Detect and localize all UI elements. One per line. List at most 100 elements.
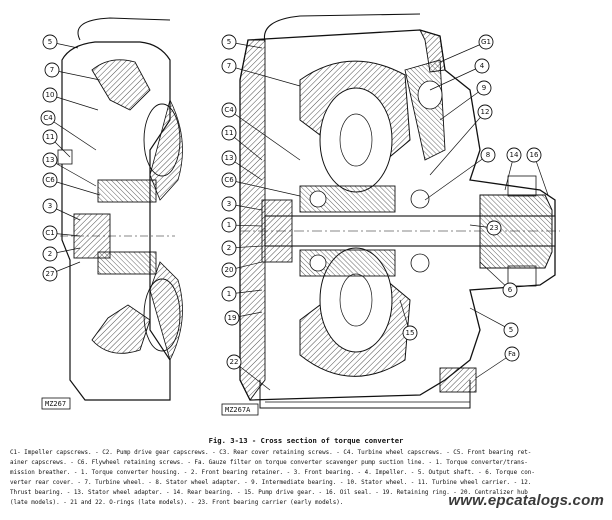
callout-text: 13: [46, 156, 55, 164]
legend-line: ainer capscrews. - C6. Flywheel retainin…: [10, 460, 528, 466]
plate-id-right: MZ267A: [225, 406, 251, 414]
callout-circle: [221, 240, 237, 256]
callout-8: 8: [480, 147, 496, 163]
callout-circle: [40, 110, 56, 126]
callout-text: 13: [225, 154, 234, 162]
callout-text: G1: [481, 38, 491, 46]
callout-circle: [42, 172, 58, 188]
callout-leader-line: [439, 87, 485, 121]
callout-leader-line: [429, 111, 486, 176]
callout-c6: C6: [42, 172, 58, 188]
callout-text: 19: [228, 314, 237, 322]
callout-text: 9: [482, 84, 486, 92]
callout-11: 11: [221, 125, 237, 141]
callout-text: 20: [225, 266, 234, 274]
callout-2: 2: [42, 246, 58, 262]
callout-circle: [402, 325, 418, 341]
callout-5: 5: [42, 34, 58, 50]
callout-text: 11: [225, 129, 234, 137]
callout-circle: [503, 322, 519, 338]
callout-5: 5: [221, 34, 237, 50]
callout-text: 15: [406, 329, 415, 337]
callout-circle: [224, 310, 240, 326]
callout-circle: [506, 147, 522, 163]
callout-7: 7: [44, 62, 60, 78]
legend-line: verter rear cover. - 7. Turbine wheel. -…: [10, 480, 532, 486]
callout-text: 4: [480, 62, 485, 70]
legend-line: (late models). - 21 and 22. O-rings (lat…: [10, 500, 344, 506]
legend-text: C1- Impeller capscrews. - C2. Pump drive…: [10, 448, 570, 508]
callout-text: C1: [45, 229, 54, 237]
callout-16: 16: [526, 147, 542, 163]
callout-text: C4: [224, 106, 234, 114]
callout-circle: [221, 196, 237, 212]
callout-1: 1: [221, 286, 237, 302]
callout-leader-line: [228, 179, 301, 197]
callout-text: C4: [43, 114, 53, 122]
callout-text: 14: [510, 151, 519, 159]
callout-circle: [474, 58, 490, 74]
callout-text: 1: [227, 221, 231, 229]
callout-6: 6: [502, 282, 518, 298]
callout-circle: [42, 246, 58, 262]
callout-1: 1: [221, 217, 237, 233]
callout-13: 13: [221, 150, 237, 166]
callout-text: C6: [45, 176, 55, 184]
callout-circle: [42, 152, 58, 168]
callout-circle: [221, 262, 237, 278]
callout-leader-line: [228, 109, 301, 161]
callout-text: 8: [486, 151, 490, 159]
callout-text: Fa: [508, 350, 516, 358]
callout-text: 2: [227, 244, 231, 252]
callout-text: 5: [227, 38, 231, 46]
callout-circle: [480, 147, 496, 163]
callout-circle: [221, 150, 237, 166]
callout-circle: [486, 220, 502, 236]
callout-c6: C6: [221, 172, 237, 188]
callout-fa: Fa: [504, 346, 520, 362]
callout-11: 11: [42, 129, 58, 145]
callout-text: 23: [490, 224, 499, 232]
callout-text: 2: [48, 250, 52, 258]
callout-leader-line: [49, 94, 99, 111]
callout-5: 5: [503, 322, 519, 338]
callout-c1: C1: [42, 225, 58, 241]
callout-14: 14: [506, 147, 522, 163]
callout-labels: 5710C41113C63C122757C41113C63122011922G1…: [40, 34, 549, 391]
callout-leader-line: [47, 117, 97, 151]
callout-9: 9: [476, 80, 492, 96]
callout-circle: [44, 62, 60, 78]
callout-circle: [502, 282, 518, 298]
callout-circle: [526, 147, 542, 163]
callout-3: 3: [42, 198, 58, 214]
callout-circle: [221, 286, 237, 302]
callout-10: 10: [42, 87, 58, 103]
callout-circle: [42, 266, 58, 282]
callout-text: 3: [227, 200, 231, 208]
callout-22: 22: [226, 354, 242, 370]
callout-circle: [42, 129, 58, 145]
callout-circle: [221, 102, 237, 118]
callout-circle: [477, 104, 493, 120]
callout-circle: [504, 346, 520, 362]
callout-circle: [221, 172, 237, 188]
callout-12: 12: [477, 104, 493, 120]
callout-leader-line: [228, 65, 301, 87]
callout-text: 27: [46, 270, 55, 278]
callout-text: 11: [46, 133, 55, 141]
legend-line: mission breather. - 1. Torque converter …: [10, 470, 535, 476]
callout-text: 5: [509, 326, 513, 334]
callout-text: 5: [48, 38, 52, 46]
callout-c4: C4: [40, 110, 56, 126]
callout-text: 12: [481, 108, 490, 116]
callout-circle: [221, 58, 237, 74]
callout-27: 27: [42, 266, 58, 282]
callout-leader-line: [49, 159, 97, 187]
callout-circle: [221, 217, 237, 233]
callout-7: 7: [221, 58, 237, 74]
left-partial-view: MZ267: [41, 17, 183, 410]
callout-text: 7: [227, 62, 231, 70]
callout-leader-line: [49, 179, 101, 196]
callout-leader-line: [424, 154, 489, 201]
callout-circle: [42, 225, 58, 241]
